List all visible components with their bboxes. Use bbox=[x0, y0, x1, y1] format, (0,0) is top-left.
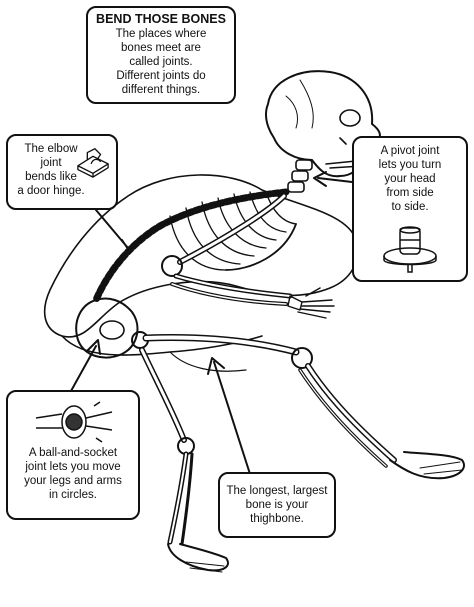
arm-bones bbox=[161, 193, 293, 306]
ball-line: joint lets you move bbox=[25, 461, 121, 473]
intro-title: BEND THOSE BONES bbox=[96, 12, 226, 26]
ball-socket-callout: A ball-and-socket joint lets you move yo… bbox=[6, 390, 140, 520]
elbow-line: bends like bbox=[25, 171, 77, 183]
hinge-joint-icon bbox=[77, 148, 109, 178]
intro-line: The places where bbox=[115, 28, 207, 40]
thigh-line: bone is your bbox=[245, 499, 309, 511]
hand-bones bbox=[287, 287, 335, 319]
thigh-pointer-arrow bbox=[207, 357, 251, 475]
thigh-line: The longest, largest bbox=[226, 485, 328, 497]
ball-socket-joint-icon bbox=[35, 401, 113, 443]
leg-bones-back bbox=[139, 347, 229, 573]
pivot-line: from side bbox=[386, 187, 434, 199]
elbow-callout: The elbow joint bends like a door hinge. bbox=[6, 134, 118, 210]
elbow-line: The elbow joint bbox=[24, 143, 78, 169]
intro-callout: BEND THOSE BONES The places where bones … bbox=[86, 6, 236, 104]
pivot-line: lets you turn bbox=[378, 159, 442, 171]
intro-line: called joints. bbox=[129, 56, 193, 68]
leg-bones-forward bbox=[142, 334, 465, 480]
thighbone-callout: The longest, largest bone is your thighb… bbox=[218, 472, 336, 538]
pivot-line: to side. bbox=[391, 201, 429, 213]
pivot-line: A pivot joint bbox=[380, 145, 440, 157]
intro-line: Different joints do bbox=[116, 70, 206, 82]
pivot-joint-icon bbox=[383, 226, 437, 273]
intro-line: bones meet are bbox=[121, 42, 201, 54]
ball-line: in circles. bbox=[49, 489, 97, 501]
ball-line: your legs and arms bbox=[24, 475, 122, 487]
thigh-line: thighbone. bbox=[250, 513, 304, 525]
back-thigh-outline bbox=[169, 351, 247, 372]
neck-vertebrae bbox=[287, 159, 313, 193]
ball-line: A ball-and-socket bbox=[28, 447, 118, 459]
elbow-pointer-arrow bbox=[95, 209, 137, 253]
pivot-callout: A pivot joint lets you turn your head fr… bbox=[352, 136, 468, 282]
elbow-line: a door hinge. bbox=[17, 185, 85, 197]
pivot-pointer-arrow bbox=[313, 171, 353, 187]
pivot-line: your head bbox=[384, 173, 436, 185]
intro-line: different things. bbox=[121, 84, 201, 96]
